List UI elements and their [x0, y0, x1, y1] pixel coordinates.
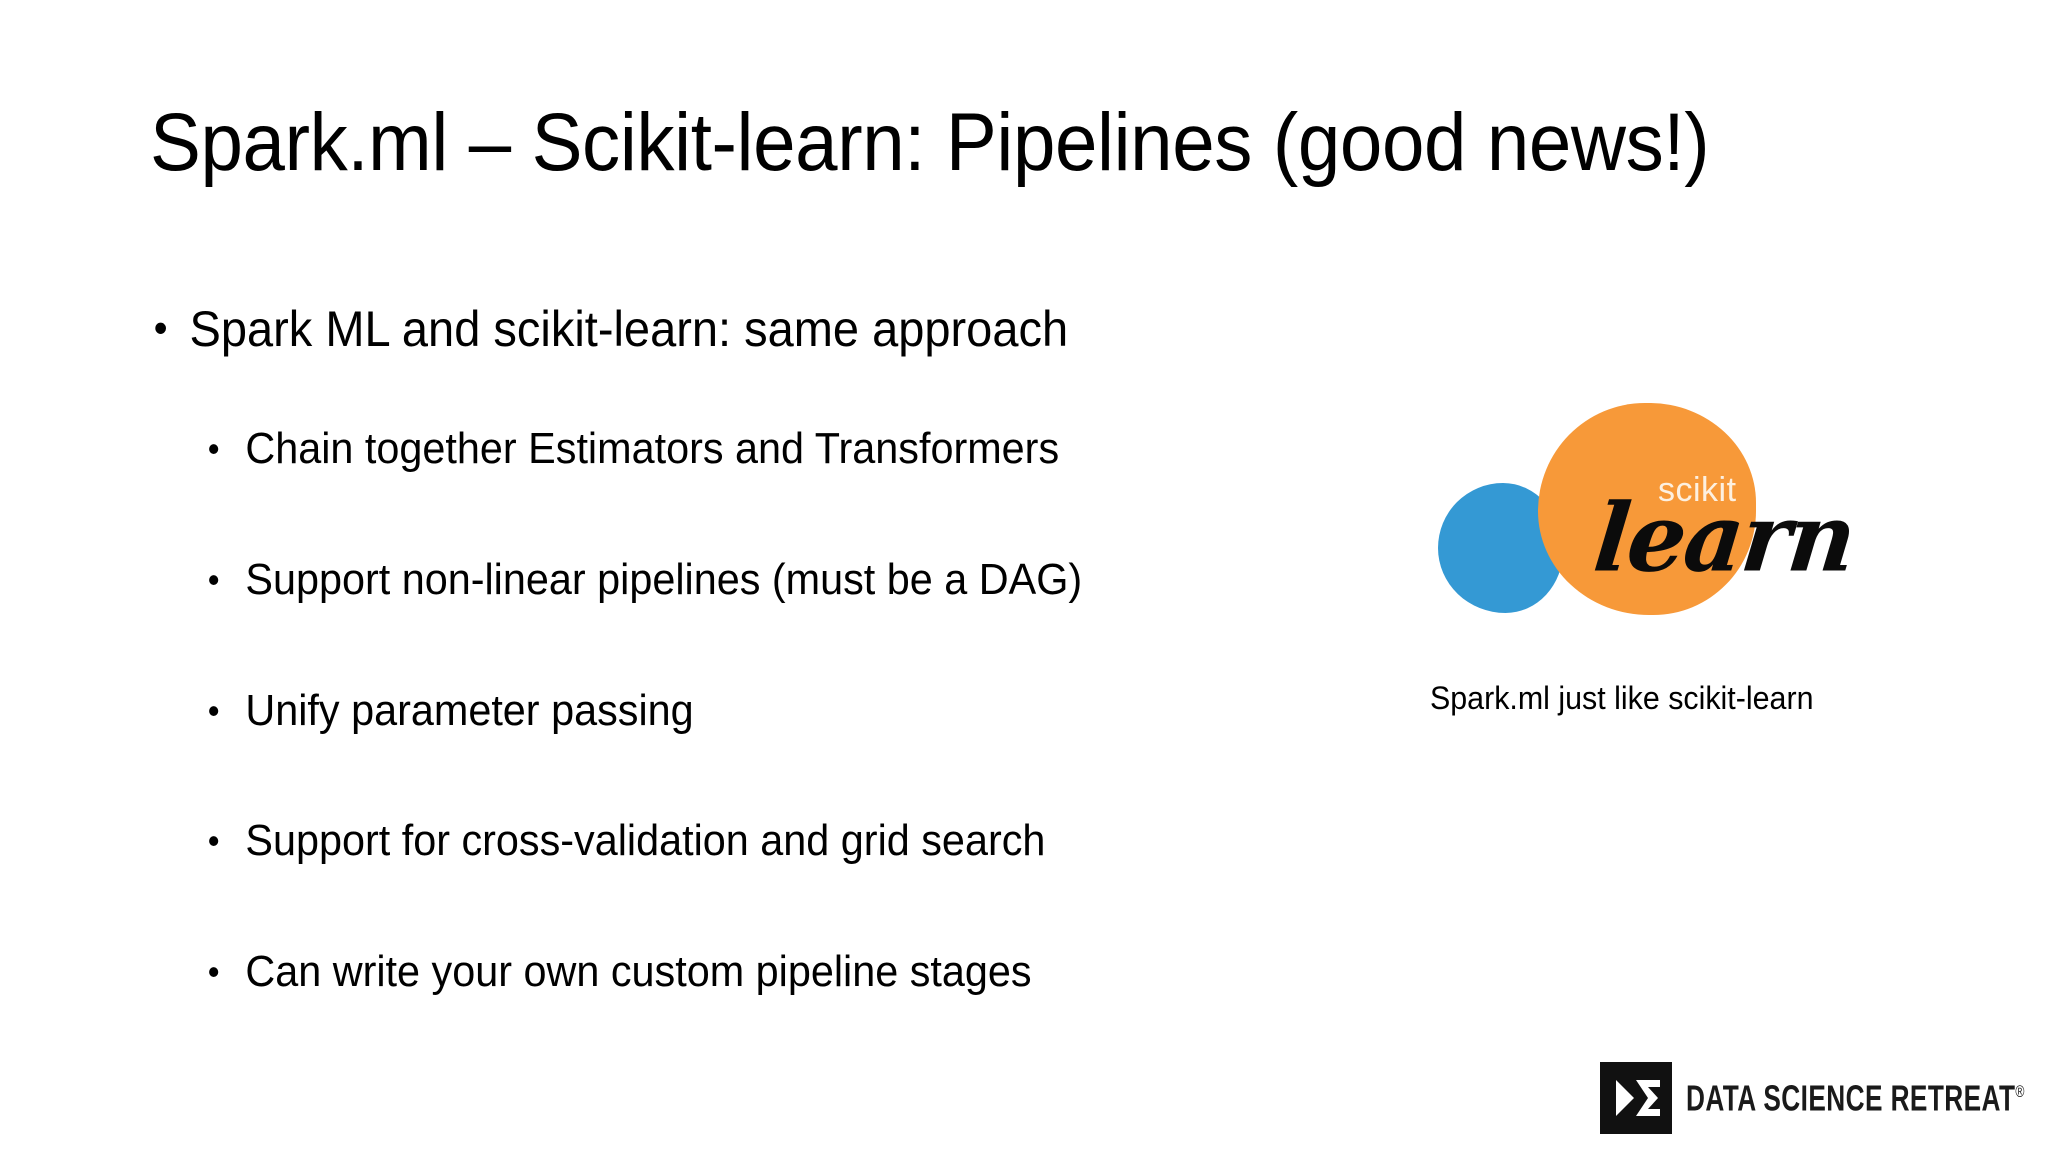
bullet-level2-text: Chain together Estimators and Transforme… — [245, 424, 1060, 473]
bullet-level2-item: • Can write your own custom pipeline stag… — [204, 946, 1300, 999]
bullet-level1-text: Spark ML and scikit-learn: same approach — [189, 301, 1069, 357]
bullet-level2-text: Unify parameter passing — [245, 685, 694, 735]
bullet-level2-item: • Chain together Estimators and Transform… — [204, 423, 1300, 476]
bullet-marker-icon: • — [153, 304, 168, 351]
bullet-marker-icon: • — [207, 951, 220, 993]
bullet-marker-icon: • — [207, 689, 220, 731]
bullet-level2-item: • Unify parameter passing — [204, 685, 1300, 738]
bullet-level2-text: Support for cross-validation and grid se… — [245, 816, 1046, 866]
scikit-learn-logo: scikit learn — [1410, 395, 1859, 625]
slide-title: Spark.ml – Scikit-learn: Pipelines (good… — [150, 97, 1710, 188]
bullet-marker-icon: • — [207, 820, 220, 862]
logo-caption: Spark.ml just like scikit-learn — [1430, 680, 1814, 716]
registered-trademark-icon: ® — [2015, 1082, 2025, 1102]
scikit-learn-logo-block: scikit learn — [1410, 395, 1859, 695]
bullet-level2-item: • Support for cross-validation and grid s… — [204, 815, 1300, 868]
bullet-level2-text: Can write your own custom pipeline stage… — [245, 947, 1032, 997]
dsr-mark-icon — [1600, 1062, 1672, 1134]
bullet-list: • Spark ML and scikit-learn: same approac… — [150, 300, 1370, 999]
dsr-wordmark: DATA SCIENCE RETREAT® — [1686, 1077, 2025, 1118]
scikit-wordmark: scikit — [1658, 471, 1737, 509]
sub-bullet-list: • Chain together Estimators and Transform… — [150, 423, 1370, 999]
bullet-level1-item: • Spark ML and scikit-learn: same approac… — [150, 300, 1297, 359]
dsr-wordmark-text: DATA SCIENCE RETREAT — [1686, 1077, 2016, 1118]
orange-blob-icon — [1538, 403, 1756, 615]
bullet-marker-icon: • — [207, 428, 220, 469]
bullet-level2-text: Support non-linear pipelines (must be a … — [245, 554, 1083, 604]
learn-wordmark: learn — [1589, 482, 1860, 593]
bullet-marker-icon: • — [207, 558, 220, 600]
bullet-level2-item: • Support non-linear pipelines (must be a… — [204, 554, 1300, 607]
footer-logo: DATA SCIENCE RETREAT® — [1600, 1062, 2048, 1134]
